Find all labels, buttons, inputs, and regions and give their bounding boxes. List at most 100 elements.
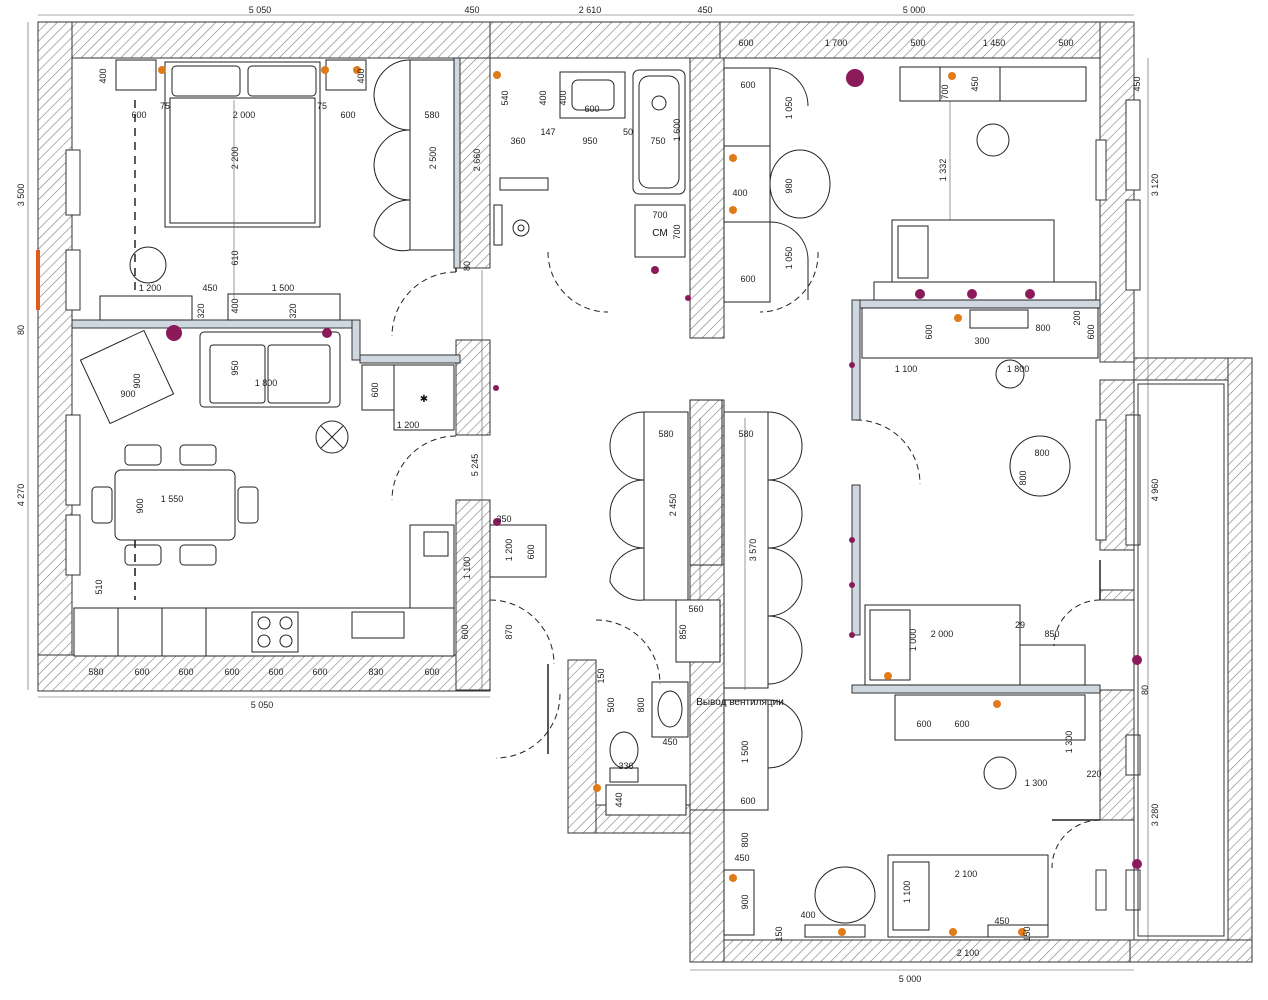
dim: 2 200 [230, 147, 240, 170]
dim: 29 [1015, 620, 1025, 630]
dim: 5 245 [470, 454, 480, 477]
kids-chair [995, 359, 1025, 389]
dim: 450 [994, 916, 1009, 926]
wardrobe [409, 59, 455, 251]
dim: 600 [740, 80, 755, 90]
fixtures [158, 66, 1142, 936]
dresser [99, 295, 193, 321]
bedroom [99, 59, 455, 321]
cooktop [251, 611, 299, 653]
dim: 1 500 [272, 283, 295, 293]
dim: 510 [94, 579, 104, 594]
dim: 80 [462, 261, 472, 271]
hall-wardrobes [489, 399, 803, 689]
dim: 220 [1086, 769, 1101, 779]
bathroom: СМ [493, 69, 686, 258]
dim: 830 [368, 667, 383, 677]
dim: 300 [974, 336, 989, 346]
dim: 600 [224, 667, 239, 677]
dim: 360 [510, 136, 525, 146]
round-armchair [814, 866, 876, 924]
dim: 1 550 [161, 494, 184, 504]
dim: 500 [1058, 38, 1073, 48]
dim: 450 [970, 76, 980, 91]
doors [391, 251, 1101, 869]
pendant-lamp [846, 69, 864, 87]
dim-bottom-right: 5 000 [899, 974, 922, 984]
dim: 900 [135, 498, 145, 513]
dim: 800 [740, 832, 750, 847]
kids-armchair [1009, 435, 1071, 497]
nightstand-right [325, 59, 367, 91]
dim: 500 [910, 38, 925, 48]
dim: 600 [131, 110, 146, 120]
dim: 800 [636, 697, 646, 712]
living-room: ✱ [73, 329, 455, 657]
dim: 1 000 [908, 629, 918, 652]
ventilation-shaft [689, 399, 723, 566]
dim: 2 000 [233, 110, 256, 120]
dim: 400 [98, 68, 108, 83]
dim: 150 [774, 926, 784, 941]
dim: 900 [132, 373, 142, 388]
nightstand-left [115, 59, 157, 91]
dim: 750 [650, 136, 665, 146]
dim: 336 [618, 761, 633, 771]
dim: 1 050 [784, 247, 794, 270]
dim: 580 [88, 667, 103, 677]
dim: 2 500 [428, 147, 438, 170]
dim: 1 700 [825, 38, 848, 48]
dim: 1 200 [504, 539, 514, 562]
dim: 1 200 [397, 420, 420, 430]
dim: 2 450 [668, 494, 678, 517]
corner-desk [894, 694, 1086, 741]
dim: 1 200 [139, 283, 162, 293]
dim: 950 [582, 136, 597, 146]
dim: 400 [800, 910, 815, 920]
dim: 200 [1072, 310, 1082, 325]
dim: 450 [202, 283, 217, 293]
dining-table [114, 469, 236, 541]
dim: 1 300 [1064, 731, 1074, 754]
dim: 1 800 [1007, 364, 1030, 374]
dim: 1 800 [255, 378, 278, 388]
dim: 3 570 [748, 539, 758, 562]
dim: 700 [940, 84, 950, 99]
dim: 450 [662, 737, 677, 747]
dim: 870 [504, 624, 514, 639]
armchair [79, 329, 175, 425]
dim: 500 [606, 697, 616, 712]
dim: 700 [672, 224, 682, 239]
dim: 600 [924, 324, 934, 339]
bedroom-2 [723, 694, 1086, 938]
dim-top-1: 5 050 [249, 5, 272, 15]
dim: 900 [120, 389, 135, 399]
dim: 75 [160, 101, 170, 111]
dim-top-4: 450 [697, 5, 712, 15]
wardrobe-right [723, 411, 769, 689]
dim: 560 [688, 604, 703, 614]
dim: 150 [596, 668, 606, 683]
dim: 600 [340, 110, 355, 120]
dim: 1 450 [983, 38, 1006, 48]
dim-right-4: 80 [1140, 685, 1150, 695]
dim: 2 000 [931, 629, 954, 639]
office-chair [976, 123, 1010, 157]
dim-right-5: 3 280 [1150, 804, 1160, 827]
chair [129, 246, 167, 284]
dim: 850 [1044, 629, 1059, 639]
dim: 1 100 [895, 364, 918, 374]
dim-right-3: 4 960 [1150, 479, 1160, 502]
kids-room [861, 307, 1099, 686]
pillow-right [247, 65, 317, 97]
dim: 600 [584, 104, 599, 114]
dim: 600 [370, 382, 380, 397]
dim: 600 [526, 544, 536, 559]
dim: 600 [740, 274, 755, 284]
vent-label: Вывод вентиляции [696, 697, 784, 708]
dim-right-2: 3 120 [1150, 174, 1160, 197]
dim: 50 [623, 127, 633, 137]
dim: 1 100 [462, 557, 472, 580]
dim: 800 [1018, 470, 1028, 485]
dim: 320 [288, 303, 298, 318]
